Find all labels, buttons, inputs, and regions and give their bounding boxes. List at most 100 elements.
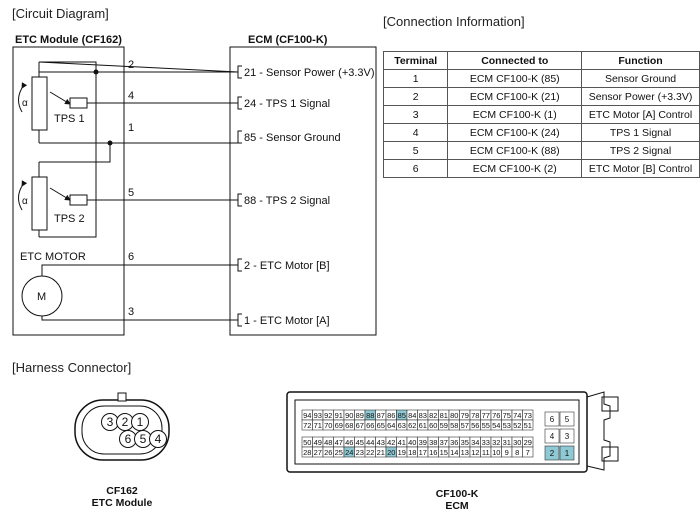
table-header: Terminal bbox=[382, 51, 449, 70]
ecm-pin: 11 bbox=[480, 446, 492, 458]
svg-text:64: 64 bbox=[387, 421, 395, 430]
ecm-pin: 50 bbox=[301, 436, 313, 448]
svg-text:60: 60 bbox=[429, 421, 437, 430]
svg-text:89: 89 bbox=[356, 411, 364, 420]
ecm-pin: 15 bbox=[438, 446, 450, 458]
tps1-resistor bbox=[31, 76, 48, 131]
table-cell: ECM CF100-K (88) bbox=[447, 141, 583, 160]
cf162-pin: 3 bbox=[101, 413, 119, 431]
ecm-pin-label: 24 - TPS 1 Signal bbox=[244, 98, 330, 110]
svg-text:57: 57 bbox=[461, 421, 469, 430]
svg-text:50: 50 bbox=[303, 438, 311, 447]
tps1-label: TPS 1 bbox=[54, 113, 85, 125]
svg-text:94: 94 bbox=[303, 411, 311, 420]
svg-text:29: 29 bbox=[524, 438, 532, 447]
ecm-pin: 16 bbox=[427, 446, 439, 458]
ecm-pin: 68 bbox=[343, 419, 355, 431]
ecm-pin: 88 bbox=[364, 409, 376, 421]
cf162-desc: ETC Module bbox=[91, 497, 153, 509]
ecm-pin: 51 bbox=[522, 419, 534, 431]
svg-text:37: 37 bbox=[440, 438, 448, 447]
svg-text:13: 13 bbox=[461, 448, 469, 457]
cf162-pin: 5 bbox=[134, 430, 152, 448]
svg-text:25: 25 bbox=[335, 448, 343, 457]
svg-text:39: 39 bbox=[419, 438, 427, 447]
ecm-pin: 62 bbox=[406, 419, 418, 431]
svg-text:49: 49 bbox=[314, 438, 322, 447]
tps2-angle-arrow bbox=[18, 180, 28, 211]
svg-text:61: 61 bbox=[419, 421, 427, 430]
svg-text:90: 90 bbox=[345, 411, 353, 420]
svg-text:3: 3 bbox=[565, 432, 570, 441]
ecm-pin: 42 bbox=[385, 436, 397, 448]
svg-text:2: 2 bbox=[122, 415, 129, 429]
ecm-pin: 21 bbox=[375, 446, 387, 458]
svg-text:38: 38 bbox=[429, 438, 437, 447]
ecm-box bbox=[229, 46, 377, 336]
wire-pin2 bbox=[38, 61, 239, 73]
svg-text:4: 4 bbox=[155, 432, 162, 446]
table-cell: 4 bbox=[382, 123, 449, 142]
svg-text:12: 12 bbox=[471, 448, 479, 457]
pin-label: 1 bbox=[128, 122, 134, 134]
ecm-pin: 69 bbox=[333, 419, 345, 431]
ecm-pin: 33 bbox=[480, 436, 492, 448]
svg-text:73: 73 bbox=[524, 411, 532, 420]
ecm-pin: 14 bbox=[448, 446, 460, 458]
svg-text:69: 69 bbox=[335, 421, 343, 430]
ecm-pin: 59 bbox=[438, 419, 450, 431]
ecm-title: ECM (CF100-K) bbox=[248, 34, 328, 46]
svg-text:21: 21 bbox=[377, 448, 385, 457]
ecm-pin: 56 bbox=[469, 419, 481, 431]
ecm-pin: 70 bbox=[322, 419, 334, 431]
ecm-pin: 44 bbox=[364, 436, 376, 448]
ecm-pin: 20 bbox=[385, 446, 397, 458]
svg-text:4: 4 bbox=[550, 432, 555, 441]
cf162-pin: 1 bbox=[131, 413, 149, 431]
ecm-pin: 41 bbox=[396, 436, 408, 448]
svg-text:88: 88 bbox=[366, 411, 374, 420]
ecm-pin: 25 bbox=[333, 446, 345, 458]
svg-text:32: 32 bbox=[492, 438, 500, 447]
ecm-pin: 29 bbox=[522, 436, 534, 448]
svg-text:91: 91 bbox=[335, 411, 343, 420]
table-cell: Sensor Ground bbox=[581, 69, 700, 88]
ecm-pin: 31 bbox=[501, 436, 513, 448]
svg-text:22: 22 bbox=[366, 448, 374, 457]
svg-text:53: 53 bbox=[503, 421, 511, 430]
ecm-pin: 26 bbox=[322, 446, 334, 458]
ecm-pin: 83 bbox=[417, 409, 429, 421]
ecm-pin: 81 bbox=[438, 409, 450, 421]
svg-text:56: 56 bbox=[471, 421, 479, 430]
svg-text:83: 83 bbox=[419, 411, 427, 420]
ecm-pin: 75 bbox=[501, 409, 513, 421]
tps2-resistor bbox=[31, 176, 48, 231]
table-cell: 1 bbox=[382, 69, 449, 88]
ecm-pin: 60 bbox=[427, 419, 439, 431]
ecm-pin: 10 bbox=[490, 446, 502, 458]
svg-text:51: 51 bbox=[524, 421, 532, 430]
ecm-pin: 19 bbox=[396, 446, 408, 458]
svg-text:27: 27 bbox=[314, 448, 322, 457]
table-cell: ECM CF100-K (2) bbox=[447, 159, 583, 178]
cf100-connector bbox=[286, 391, 619, 473]
svg-text:48: 48 bbox=[324, 438, 332, 447]
ecm-pin: 38 bbox=[427, 436, 439, 448]
svg-text:16: 16 bbox=[429, 448, 437, 457]
ecm-pin: 8 bbox=[511, 446, 523, 458]
cf100-name: CF100-K bbox=[435, 488, 479, 500]
wire-pin6 bbox=[41, 264, 238, 276]
ecm-pin: 87 bbox=[375, 409, 387, 421]
ecm-pin: 22 bbox=[364, 446, 376, 458]
ecm-pin: 12 bbox=[469, 446, 481, 458]
tps1-sensor bbox=[69, 97, 88, 109]
svg-text:31: 31 bbox=[503, 438, 511, 447]
ecm-pin: 73 bbox=[522, 409, 534, 421]
ecm-pin: 77 bbox=[480, 409, 492, 421]
svg-text:33: 33 bbox=[482, 438, 490, 447]
ecm-pin: 36 bbox=[448, 436, 460, 448]
svg-text:76: 76 bbox=[492, 411, 500, 420]
ecm-pin: 18 bbox=[406, 446, 418, 458]
